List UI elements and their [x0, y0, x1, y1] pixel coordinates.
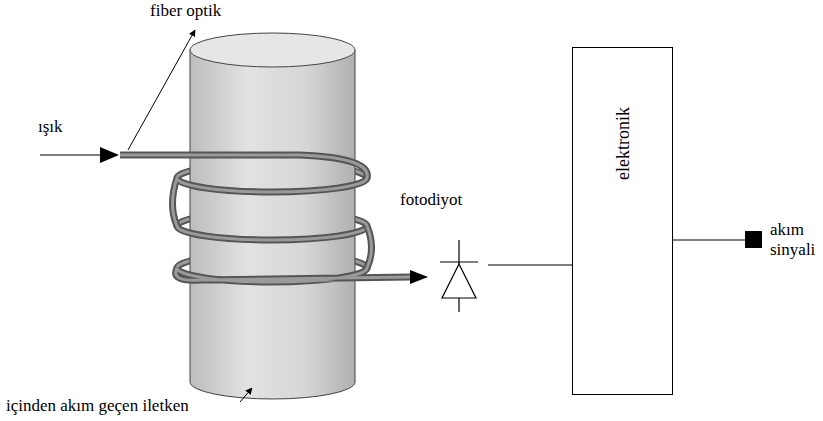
output-arrowhead — [410, 270, 428, 284]
label: akım sinyali — [770, 220, 822, 261]
wire — [673, 240, 745, 241]
label: içinden akım geçen iletken — [6, 396, 189, 416]
fiber-coil-front — [120, 155, 410, 282]
output-terminal — [745, 231, 762, 248]
label: fiber optik — [150, 1, 221, 21]
light-arrow — [40, 147, 119, 163]
label: ışık — [38, 117, 63, 137]
conductor-cylinder — [190, 33, 355, 399]
leader-line — [240, 388, 252, 402]
process-box: elektronik — [572, 47, 673, 395]
wire — [488, 265, 572, 266]
photodiode-symbol — [440, 240, 478, 312]
box-label: elektronik — [613, 107, 634, 180]
leader-line — [128, 30, 195, 150]
label: fotodiyot — [400, 190, 462, 210]
